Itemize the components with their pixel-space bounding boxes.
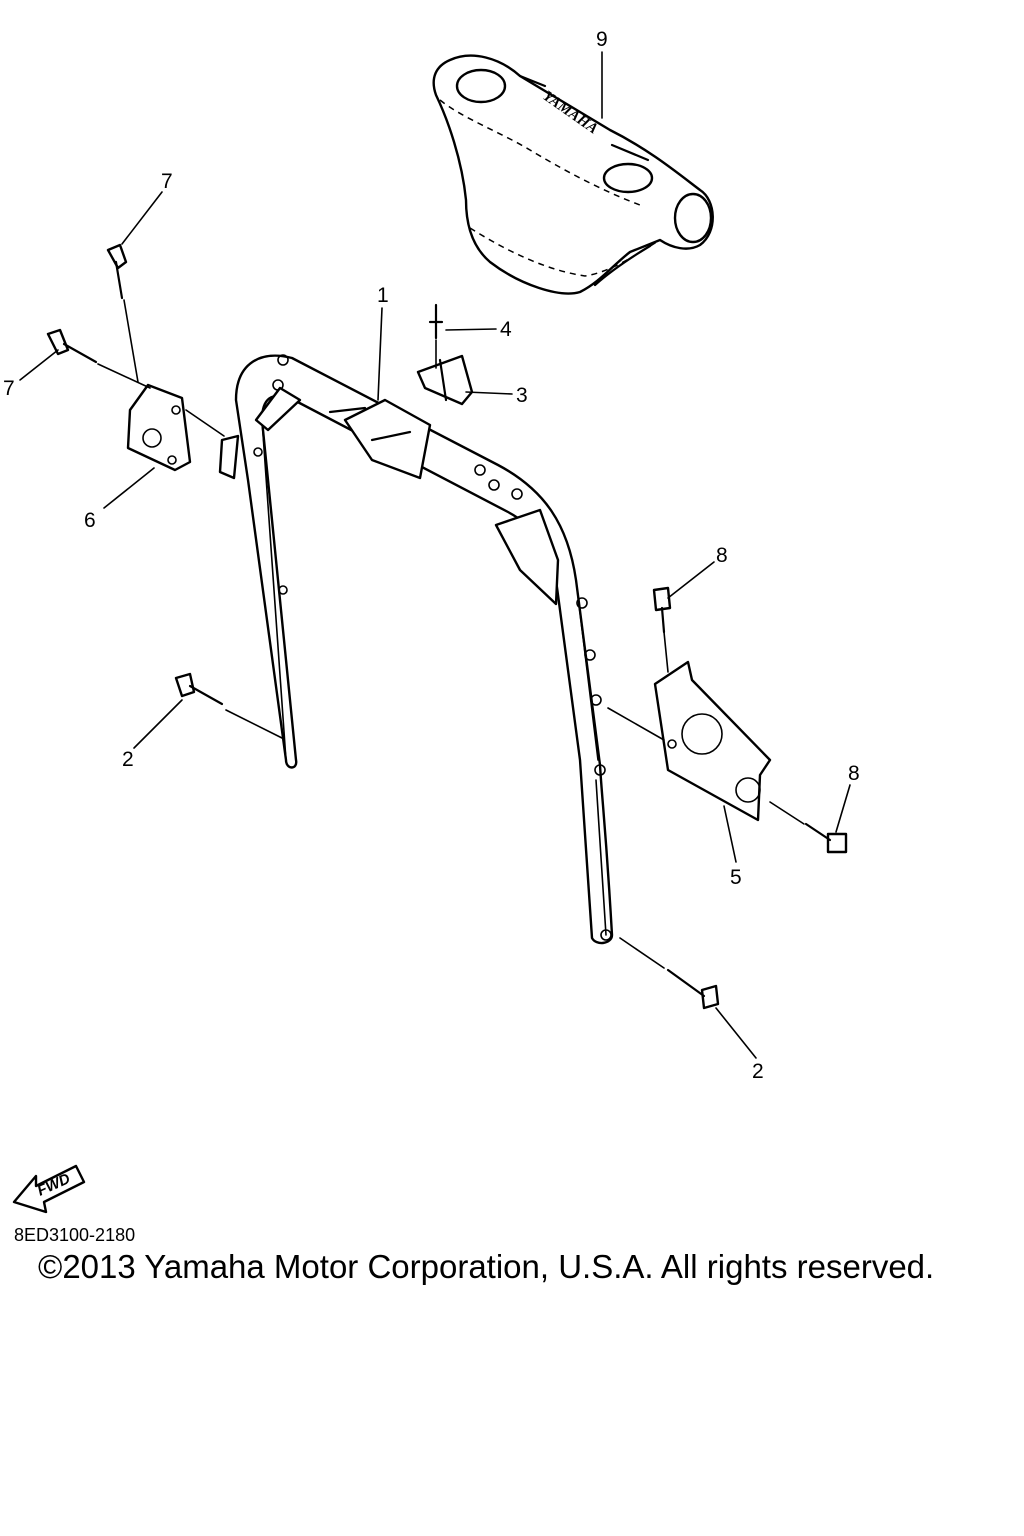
bolt-8-right (804, 822, 848, 854)
bracket-right (653, 660, 772, 822)
rivet (428, 303, 444, 340)
bolt-8-top (652, 586, 672, 634)
callout-4: 4 (500, 318, 512, 341)
callout-9: 9 (596, 28, 608, 51)
steering-pad: YAMAHA (432, 54, 714, 295)
copyright-notice: ©2013 Yamaha Motor Corporation, U.S.A. A… (38, 1248, 934, 1285)
bolt-2-left (174, 672, 224, 706)
callout-3: 3 (516, 384, 528, 407)
steering-column (234, 354, 614, 945)
callout-6: 6 (84, 509, 96, 532)
forward-arrow-icon: FWD (12, 1164, 86, 1214)
callout-1: 1 (377, 284, 389, 307)
callout-5: 5 (730, 866, 742, 889)
callout-2-right: 2 (752, 1060, 764, 1083)
callout-8-right: 8 (848, 762, 860, 785)
callout-7-side: 7 (3, 377, 15, 400)
diagram-code: 8ED3100-2180 (14, 1225, 135, 1245)
bolt-7-side (46, 328, 98, 364)
leader-lines (19, 51, 851, 1059)
callout-7-top: 7 (161, 170, 173, 193)
callout-8-top: 8 (716, 544, 728, 567)
bolt-7-top (106, 243, 128, 300)
bolt-2-right (666, 968, 720, 1010)
wire-clamp (416, 354, 474, 406)
wire-clip (218, 434, 240, 480)
callout-2-left: 2 (122, 748, 134, 771)
bracket-left (126, 383, 192, 472)
assembly-lines (97, 299, 805, 969)
